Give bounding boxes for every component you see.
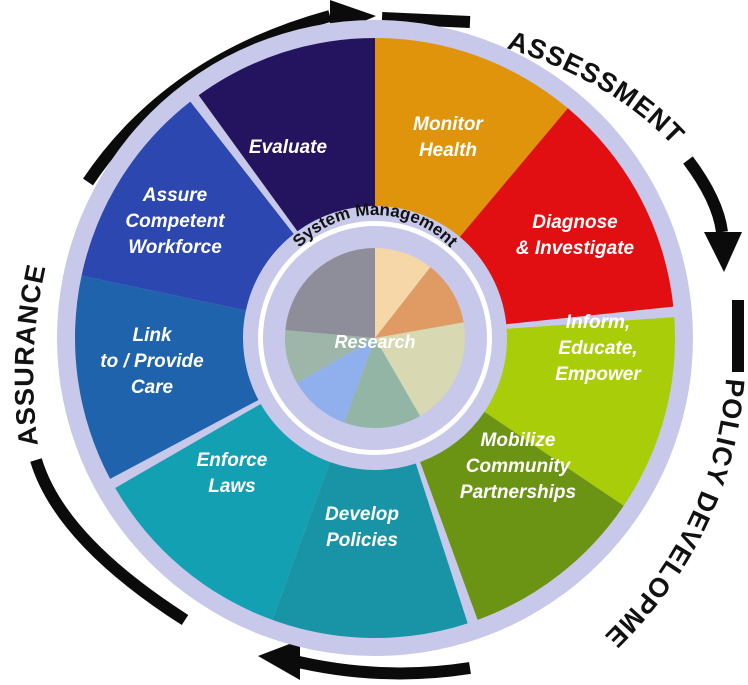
service-segment bbox=[198, 38, 375, 232]
top-left-arrow bbox=[83, 10, 332, 186]
research-pie-slice bbox=[344, 338, 420, 428]
service-label-line: Competent bbox=[125, 211, 225, 232]
service-segment bbox=[74, 275, 259, 479]
service-label-line: Policies bbox=[326, 530, 398, 551]
assessment-arrow bbox=[381, 12, 471, 28]
service-label-line: Assure bbox=[142, 185, 208, 206]
research-pie bbox=[285, 248, 465, 428]
phase-label-assurance: ASSURANCE bbox=[9, 261, 51, 448]
service-label-line: Care bbox=[131, 377, 174, 398]
service-label-line: Evaluate bbox=[249, 137, 328, 158]
service-label-line: Inform, bbox=[566, 312, 630, 333]
service-label-line: Link bbox=[132, 325, 172, 346]
service-label-line: Develop bbox=[325, 504, 399, 525]
research-pie-slice bbox=[375, 248, 431, 338]
service-label-line: Laws bbox=[208, 476, 256, 497]
research-pie-slice bbox=[297, 338, 375, 423]
service-label-line: Community bbox=[466, 456, 572, 477]
arrowhead-bottom-left bbox=[258, 640, 300, 680]
assessment-to-policy-arrow bbox=[683, 156, 728, 233]
phase-arrows bbox=[30, 0, 744, 680]
service-label: Diagnose & Investigate bbox=[516, 212, 635, 259]
bottom-arrow bbox=[288, 654, 471, 680]
service-label-line: Empower bbox=[555, 364, 642, 385]
service-label-line: Diagnose bbox=[532, 212, 618, 233]
service-segment bbox=[115, 404, 330, 620]
service-label-line: to / Provide bbox=[100, 351, 204, 372]
service-label: Inform, Educate, Empower bbox=[555, 312, 642, 385]
service-segment bbox=[375, 38, 568, 237]
service-segment bbox=[272, 462, 468, 639]
service-segment bbox=[484, 317, 675, 506]
research-pie-slice bbox=[285, 330, 375, 383]
research-label: Research bbox=[334, 332, 415, 352]
service-label: Evaluate bbox=[249, 137, 328, 158]
phase-path-assurance: ASSURANCE bbox=[9, 261, 50, 448]
service-label-line: Mobilize bbox=[481, 430, 556, 451]
research-pie-slice bbox=[375, 267, 464, 338]
service-segments bbox=[74, 38, 675, 639]
service-label-line: Educate, bbox=[558, 338, 637, 359]
service-label-line: & Investigate bbox=[516, 238, 635, 259]
research-pie-slice bbox=[285, 248, 375, 338]
service-label-line: Enforce bbox=[197, 450, 268, 471]
service-segment bbox=[81, 101, 294, 311]
research-pie-slice bbox=[375, 322, 465, 416]
service-label-line: Partnerships bbox=[460, 482, 576, 503]
service-label-line: Health bbox=[419, 140, 477, 161]
arrowhead-right-side bbox=[704, 232, 742, 272]
service-segment bbox=[459, 108, 674, 325]
service-segment bbox=[420, 411, 624, 620]
service-label-line: Workforce bbox=[128, 237, 222, 258]
service-label-line: Monitor bbox=[413, 114, 484, 135]
assurance-arrow bbox=[30, 458, 189, 626]
